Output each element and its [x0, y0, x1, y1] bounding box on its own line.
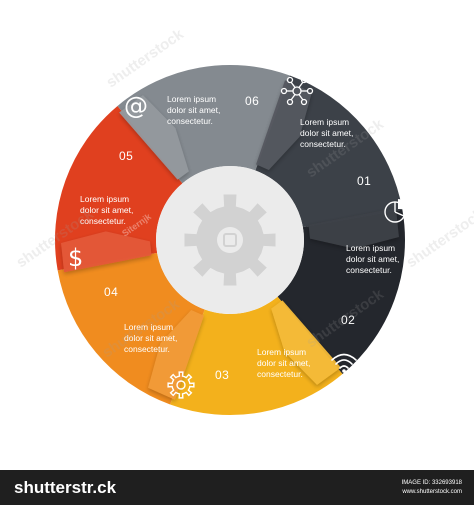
infographic-stage: Lorem ipsum dolor sit amet, consectetur.… [13, 26, 474, 415]
segment-04-arrow-tab [148, 309, 204, 400]
segment-04-number: 04 [104, 285, 119, 299]
wifi-icon [331, 353, 357, 373]
segment-03-number: 03 [215, 368, 230, 382]
segment-02-arrow-tab [308, 207, 399, 249]
segment-05-text: Lorem ipsum dolor sit amet, consectetur. [80, 194, 134, 226]
segment-06-text: Lorem ipsum dolor sit amet, consectetur. [167, 94, 221, 126]
segment-06-arrow-tab [119, 95, 189, 180]
segment-03-arrow-tab [271, 300, 341, 385]
segment-01-number: 01 [357, 174, 372, 188]
segment-01-text: Lorem ipsum dolor sit amet, consectetur. [300, 117, 354, 149]
segment-03-text: Lorem ipsum dolor sit amet, consectetur. [257, 347, 311, 379]
footer-bar: shutterstr.ck IMAGE ID: 332693918 www.sh… [0, 470, 474, 505]
segment-04-arrow-highlight [148, 309, 204, 400]
at-sign-icon: @ [124, 92, 148, 120]
segment-02-number: 02 [341, 313, 356, 327]
dollar-icon: $ [68, 244, 84, 272]
segment-02-text: Lorem ipsum dolor sit amet, consectetur. [346, 243, 400, 275]
segment-06-arrow-highlight [119, 95, 189, 180]
segment-06-number: 06 [245, 94, 260, 108]
network-icon [280, 76, 314, 106]
pie-chart-icon [384, 199, 408, 223]
segment-01-arrow-tab [256, 80, 312, 171]
footer-site: www.shutterstock.com [402, 489, 462, 495]
segment-01-arrow-highlight [256, 80, 312, 171]
segment-05-arrow-tab [61, 231, 152, 273]
segment-05-arrow-highlight [61, 231, 152, 273]
center-gear-icon [184, 194, 276, 286]
gear-icon [167, 371, 195, 399]
cycle-ring [55, 65, 405, 415]
segment-04-text: Lorem ipsum dolor sit amet, consectetur. [124, 322, 178, 354]
footer-logo: shutterstr.ck [14, 478, 117, 497]
segment-05-number: 05 [119, 149, 134, 163]
footer-image-id: IMAGE ID: 332693918 www.shutterstock.com [402, 479, 462, 497]
image-id-label: IMAGE ID: 332693918 [401, 480, 462, 486]
segment-03-arrow-highlight [271, 300, 341, 385]
segment-02-arrow-highlight [308, 207, 399, 249]
